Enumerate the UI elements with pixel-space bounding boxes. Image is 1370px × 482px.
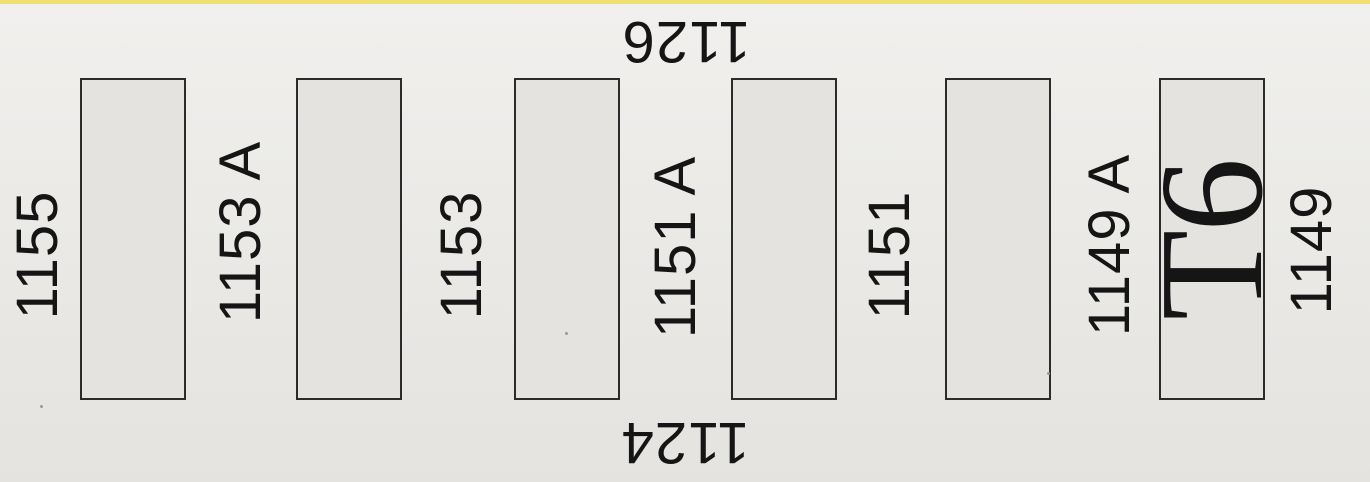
slot-2: [296, 78, 402, 400]
label-1126: 1126: [621, 9, 751, 74]
label-1155: 1155: [5, 190, 70, 320]
label-1153: 1153: [429, 190, 494, 320]
marker-t6: T6: [1130, 159, 1294, 321]
slot-5: [945, 78, 1051, 400]
label-1151a: 1151 A: [643, 155, 708, 339]
speck: [565, 332, 568, 335]
slot-3: [514, 78, 620, 400]
speck: [40, 405, 43, 408]
speck: [1047, 372, 1050, 375]
label-1124: 1124: [620, 410, 750, 475]
label-1153a: 1153 A: [208, 140, 273, 324]
slot-6: [1159, 78, 1265, 400]
yellow-edge: [0, 0, 1370, 4]
label-1151: 1151: [857, 190, 922, 320]
slot-1: [80, 78, 186, 400]
slot-4: [731, 78, 837, 400]
